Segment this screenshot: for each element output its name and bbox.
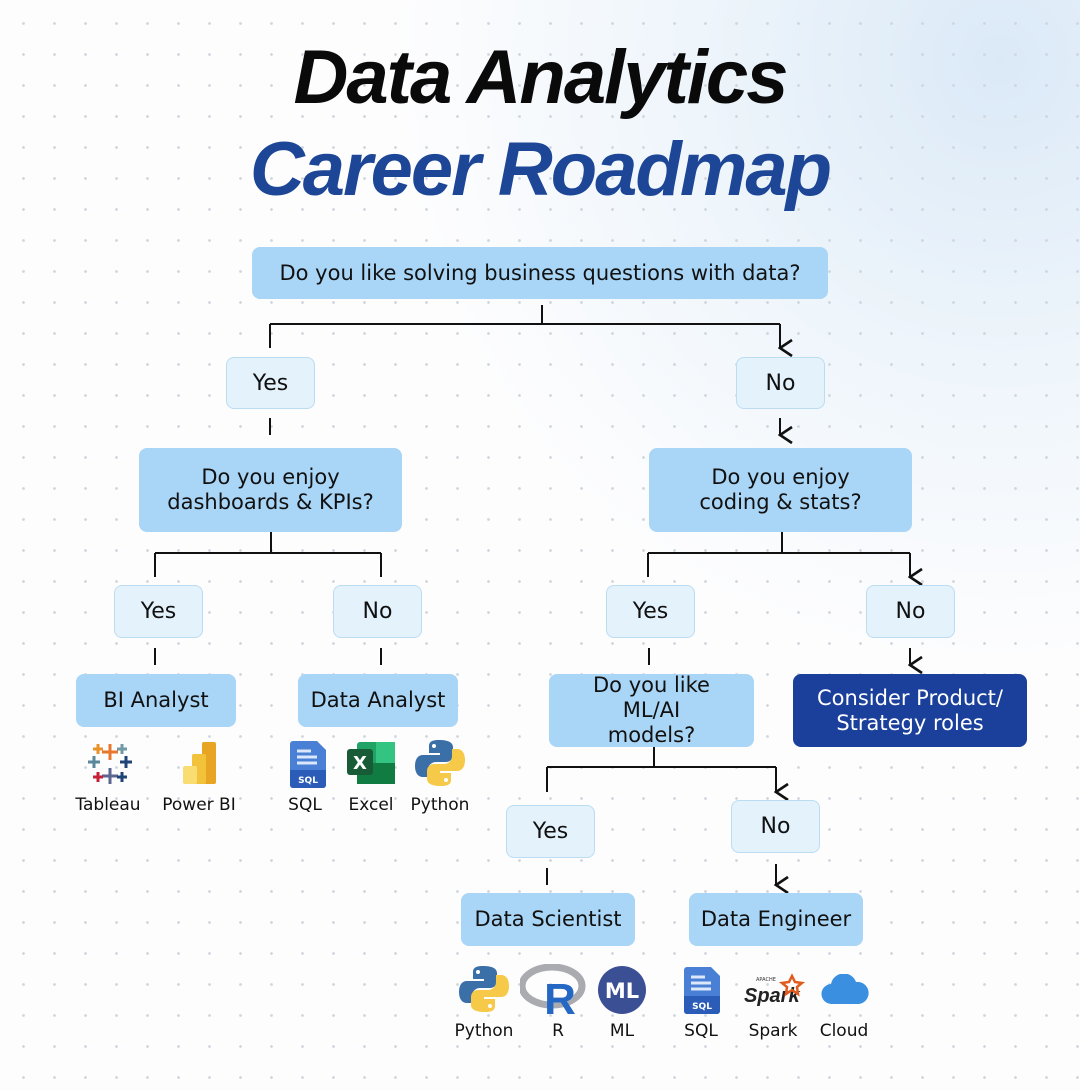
tool-label: Excel xyxy=(348,795,394,815)
role-data-analyst: Data Analyst xyxy=(298,674,458,727)
role-data-engineer: Data Engineer xyxy=(689,893,863,946)
powerbi-icon xyxy=(183,742,216,784)
python-icon xyxy=(459,966,509,1012)
svg-text:X: X xyxy=(353,753,367,774)
tool-label: Power BI xyxy=(162,795,236,815)
tool-label: R xyxy=(552,1021,564,1041)
tool-label: ML xyxy=(609,1021,635,1041)
question-dashboards: Do you enjoy dashboards & KPIs? xyxy=(139,448,402,532)
python-icon xyxy=(415,740,465,786)
role-data-scientist: Data Scientist xyxy=(461,893,635,946)
tool-label: Spark xyxy=(748,1021,798,1041)
tool-label: Python xyxy=(454,1021,514,1041)
r-icon: R xyxy=(520,964,586,1016)
svg-text:R: R xyxy=(544,975,576,1016)
question-coding: Do you enjoy coding & stats? xyxy=(649,448,912,532)
svg-text:ML: ML xyxy=(605,979,639,1003)
answer-yes: Yes xyxy=(226,357,315,409)
answer-yes: Yes xyxy=(606,585,695,638)
answer-yes: Yes xyxy=(506,805,595,858)
svg-text:SQL: SQL xyxy=(298,776,318,786)
answer-no: No xyxy=(866,585,955,638)
svg-text:SQL: SQL xyxy=(692,1002,712,1012)
svg-text:Spark: Spark xyxy=(744,985,800,1007)
sql-icon: SQL xyxy=(684,967,720,1014)
answer-no: No xyxy=(736,357,825,409)
answer-no: No xyxy=(333,585,422,638)
ml-icon: ML xyxy=(598,966,646,1014)
tool-label: Cloud xyxy=(819,1021,869,1041)
question-business: Do you like solving business questions w… xyxy=(252,247,828,299)
question-ml: Do you like ML/AI models? xyxy=(549,673,754,747)
spark-icon: APACHE Spark xyxy=(744,973,806,1007)
title-line-1: Data Analytics xyxy=(293,35,789,120)
answer-yes: Yes xyxy=(114,585,203,638)
tool-label: Tableau xyxy=(75,795,141,815)
tool-label: Python xyxy=(410,795,470,815)
tableau-icon xyxy=(88,744,132,784)
answer-no: No xyxy=(731,800,820,853)
tool-label: SQL xyxy=(288,795,322,815)
svg-text:APACHE: APACHE xyxy=(756,977,776,983)
cloud-icon xyxy=(821,974,869,1005)
excel-icon: X xyxy=(347,742,395,784)
role-bi-analyst: BI Analyst xyxy=(76,674,236,727)
role-product-strategy: Consider Product/ Strategy roles xyxy=(793,674,1027,747)
sql-icon: SQL xyxy=(290,741,326,788)
title-line-2: Career Roadmap xyxy=(249,127,832,212)
tool-label: SQL xyxy=(684,1021,718,1041)
